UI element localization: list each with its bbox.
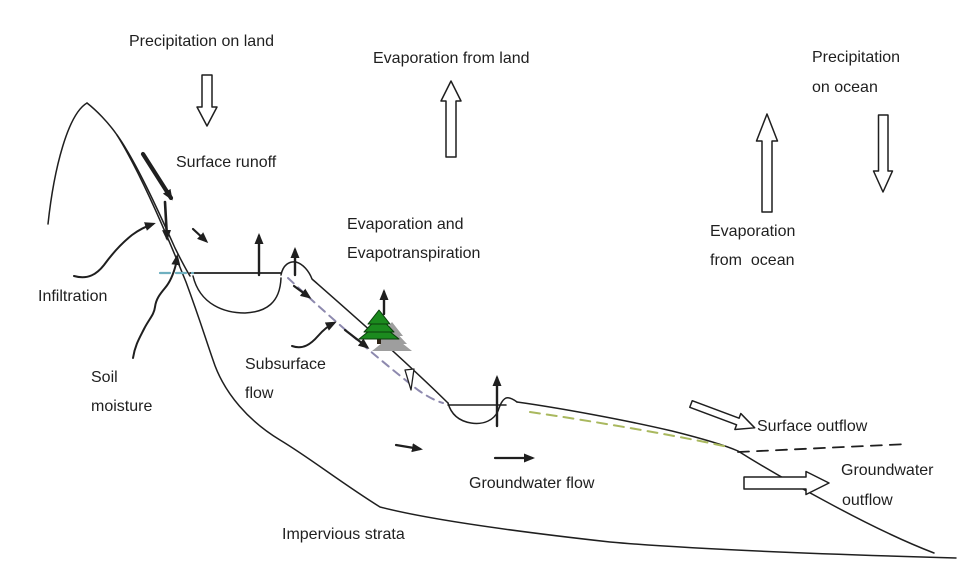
label-groundwater-flow: Groundwater flow <box>469 475 595 492</box>
label-subsurface-flow-line2: flow <box>245 385 274 402</box>
subsurface-flow-curved-arrow <box>291 321 337 349</box>
infiltration-down-arrow <box>162 200 172 241</box>
label-surface-outflow: Surface outflow <box>757 418 868 435</box>
subsurface-flow-dashed-line <box>287 277 444 404</box>
mountain-left-slope <box>47 102 88 225</box>
surface-runoff-arrow <box>140 151 174 201</box>
label-soil-moisture-line2: moisture <box>91 398 153 415</box>
label-infiltration: Infiltration <box>38 288 108 305</box>
label-precipitation-on-land: Precipitation on land <box>129 33 274 50</box>
runoff-to-lake-arrow <box>191 227 209 244</box>
label-evaporation-from-ocean-line2: from ocean <box>710 252 795 269</box>
label-evapotranspiration-line2: Evapotranspiration <box>347 245 481 262</box>
groundwater-flow-arrow-1 <box>394 443 423 453</box>
sea-level-dashed-line <box>737 443 909 453</box>
precipitation-on-ocean-arrow <box>872 114 894 193</box>
infiltration-curved-arrow <box>73 222 156 279</box>
groundwater-outflow-arrow <box>743 470 830 496</box>
label-precipitation-on-ocean-line1: Precipitation <box>812 49 901 66</box>
surface-outflow-arrow <box>689 399 756 431</box>
label-impervious-strata: Impervious strata <box>282 526 405 543</box>
subsurface-flow-arrow-1 <box>292 284 312 299</box>
label-evaporation-from-ocean-line1: Evaporation <box>710 223 796 240</box>
label-groundwater-outflow-line2: outflow <box>842 492 893 509</box>
slope-hollow-arrowhead <box>404 368 415 391</box>
soil-moisture-wavy-arrow <box>132 254 181 359</box>
label-precipitation-on-ocean-line2: on ocean <box>812 79 878 96</box>
label-groundwater-outflow-line1: Groundwater <box>841 462 934 479</box>
stream-basin-outline <box>447 397 518 425</box>
evaporation-from-ocean-arrow <box>755 113 779 213</box>
subsurface-flow-arrow-2 <box>343 328 370 349</box>
lake-basin-outline <box>192 275 282 314</box>
water-table-dashed-line <box>529 411 729 448</box>
mountain-right-slope-and-impervious-strata-line <box>86 102 957 559</box>
coastal-slope-line <box>516 401 935 554</box>
label-evaporation-from-land: Evaporation from land <box>373 50 530 67</box>
label-surface-runoff: Surface runoff <box>176 154 277 171</box>
pine-tree-icon <box>358 309 400 344</box>
precipitation-on-land-arrow <box>196 74 218 127</box>
label-soil-moisture-line1: Soil <box>91 369 118 386</box>
label-subsurface-flow-line1: Subsurface <box>245 356 326 373</box>
label-evapotranspiration-line1: Evaporation and <box>347 216 464 233</box>
evaporation-from-land-arrow <box>440 80 462 158</box>
hill-knob-and-slope-line <box>280 261 449 404</box>
